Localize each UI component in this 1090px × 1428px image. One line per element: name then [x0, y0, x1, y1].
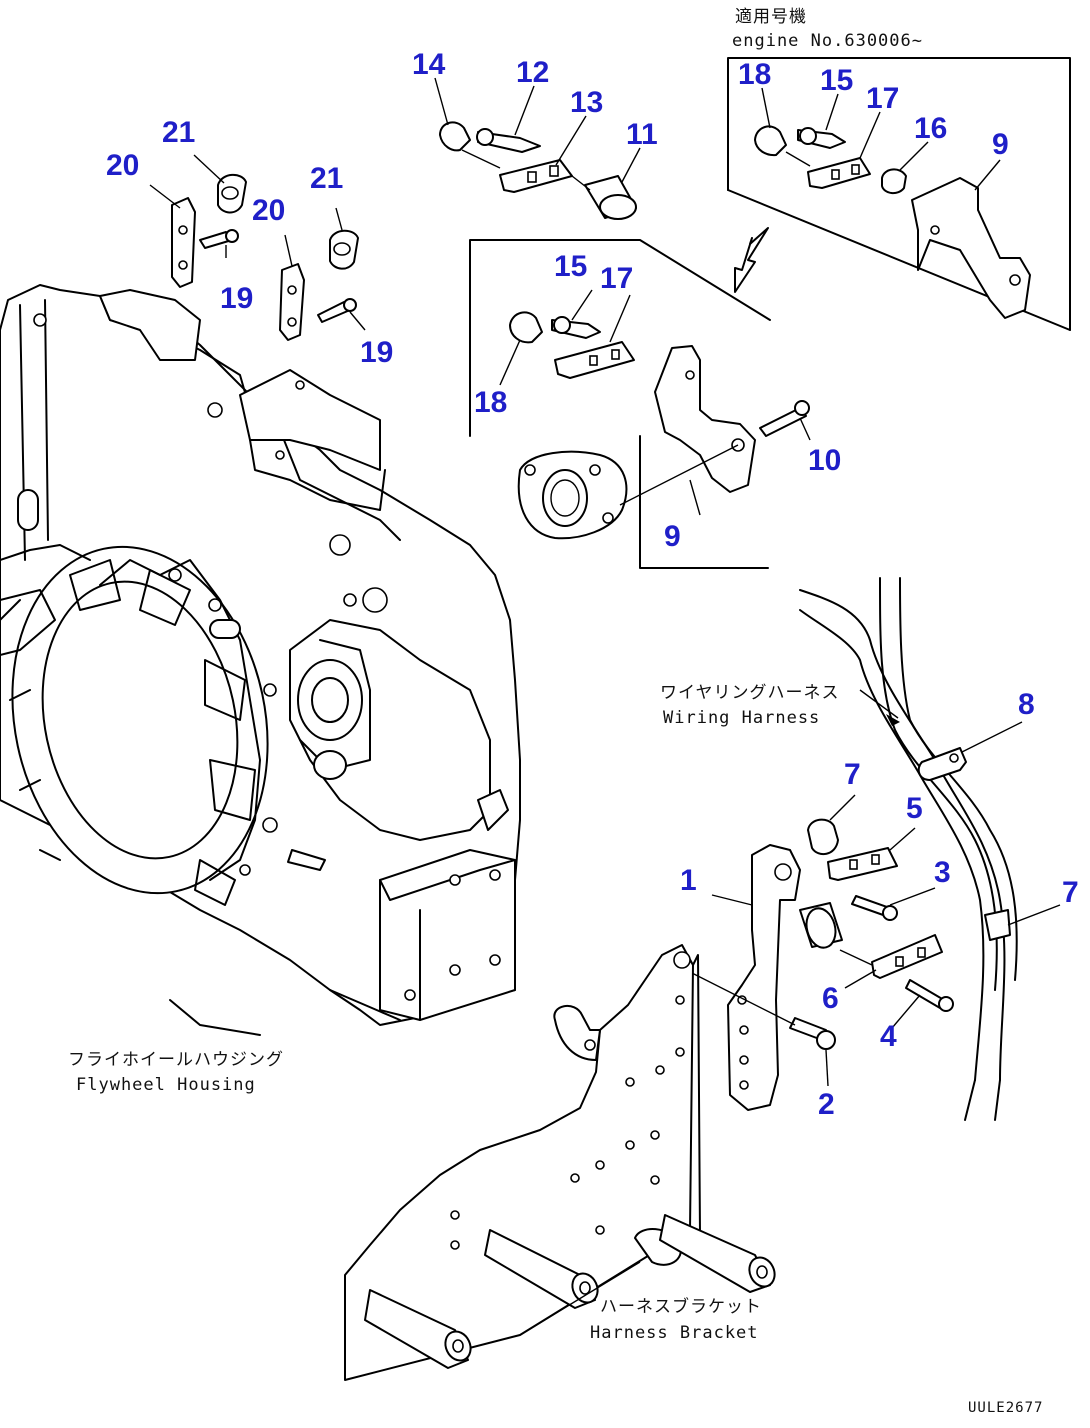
callout-9-top: 9	[992, 128, 1009, 161]
wiring-harness	[799, 577, 1061, 1121]
applicability-heading: 適用号機	[735, 7, 807, 27]
callout-15-top: 15	[820, 64, 853, 97]
callout-17-mid: 17	[600, 262, 633, 295]
part-8	[917, 747, 967, 781]
part-20-left	[171, 197, 196, 288]
clamp-group-lower	[685, 794, 954, 1111]
clamp-group-top	[434, 77, 641, 220]
callout-19-right: 19	[360, 336, 393, 369]
clamp-group-applicability	[754, 87, 1031, 319]
callout-5: 5	[906, 792, 923, 825]
reference-arrow	[734, 227, 769, 293]
flywheel-housing-jp-label: フライホイールハウジング	[68, 1050, 284, 1070]
bracket-group-left	[149, 154, 366, 341]
callout-9-mid: 9	[664, 520, 681, 553]
part-9-top	[911, 177, 1031, 319]
part-10	[759, 407, 807, 437]
part-7-left	[807, 818, 839, 856]
callout-21-left: 21	[162, 116, 195, 149]
drawing-code: UULE2677	[968, 1400, 1043, 1416]
part-9-mid	[654, 345, 756, 493]
callout-7-left: 7	[844, 758, 861, 791]
callout-1: 1	[680, 864, 697, 897]
callout-19-left: 19	[220, 282, 253, 315]
callout-17-top: 17	[866, 82, 899, 115]
wiring-harness-jp-label: ワイヤリングハーネス	[660, 683, 840, 703]
callout-18-top: 18	[738, 58, 771, 91]
flywheel-housing-en-label: Flywheel Housing	[76, 1075, 256, 1095]
part-18-mid	[509, 311, 543, 344]
callout-12: 12	[516, 56, 549, 89]
part-6	[871, 934, 943, 979]
detail-inset-frame	[469, 227, 771, 569]
applicability-box: 適用号機 engine No.630006~	[727, 7, 1071, 331]
callout-15-mid: 15	[554, 250, 587, 283]
callouts: 21 20 21 20 19 19 14 12 13 11 18 15 17 1…	[106, 48, 1079, 1121]
callout-8: 8	[1018, 688, 1035, 721]
callout-13: 13	[570, 86, 603, 119]
applicability-serial: engine No.630006~	[732, 31, 923, 51]
callout-11: 11	[626, 118, 658, 151]
wiring-harness-en-label: Wiring Harness	[663, 708, 820, 728]
part-1	[727, 844, 801, 1111]
callout-3: 3	[934, 856, 951, 889]
part-18-top	[754, 125, 787, 157]
callout-20-right: 20	[252, 194, 285, 227]
callout-6: 6	[822, 982, 839, 1015]
harness-bracket-en-label: Harness Bracket	[590, 1323, 759, 1343]
callout-20-left: 20	[106, 149, 139, 182]
callout-10: 10	[808, 444, 841, 477]
part-5	[827, 847, 898, 881]
clamp-group-middle	[499, 289, 811, 540]
callout-18-mid: 18	[474, 386, 507, 419]
callout-16: 16	[914, 112, 947, 145]
harness-bracket-jp-label: ハーネスブラケット	[600, 1296, 762, 1317]
callout-2: 2	[818, 1088, 835, 1121]
part-14	[439, 121, 471, 152]
callout-14: 14	[412, 48, 446, 81]
text-labels: ワイヤリングハーネス Wiring Harness フライホイールハウジング F…	[68, 683, 1043, 1416]
part-16	[881, 168, 907, 194]
flywheel-housing	[0, 284, 521, 1036]
callout-21-right: 21	[310, 162, 343, 195]
part-7-right	[984, 909, 1011, 941]
part-20-right	[279, 263, 305, 341]
callout-7-right: 7	[1062, 876, 1079, 909]
callout-4: 4	[880, 1020, 897, 1053]
harness-bracket	[344, 944, 776, 1381]
